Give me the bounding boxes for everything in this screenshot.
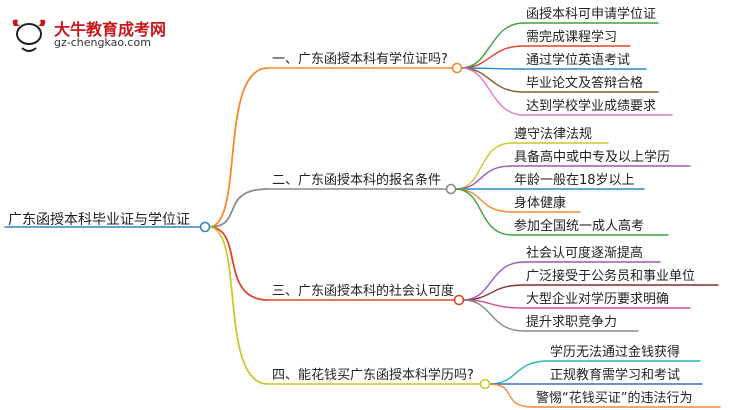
branch-1-label: 一、广东函授本科有学位证吗? [272, 52, 448, 67]
leaf-3-1: 社会认可度逐渐提高 [526, 246, 644, 261]
site-logo[interactable]: 大牛教育成考网 gz-chengkao.com [8, 14, 188, 54]
leaf-2-2-connector [454, 165, 691, 190]
leaf-1-2: 需完成课程学习 [526, 30, 618, 45]
leaf-2-1-connector [454, 142, 609, 190]
branch-1-toggle[interactable] [451, 62, 463, 74]
leaf-3-3: 大型企业对学历要求明确 [526, 292, 670, 307]
branch-1-connector [208, 67, 269, 228]
branch-4-toggle[interactable] [479, 378, 491, 390]
branch-2-connector [208, 188, 269, 228]
branch-4-connector [208, 226, 269, 385]
leaf-4-1-connector [488, 360, 701, 385]
leaf-2-2: 具备高中或中专及以上学历 [514, 150, 671, 165]
leaf-1-4-connector [460, 67, 659, 93]
leaf-1-3: 通过学位英语考试 [526, 53, 631, 68]
leaf-4-2: 正规教育需学习和考试 [550, 368, 681, 383]
root-toggle[interactable] [199, 221, 211, 233]
leaf-2-4-connector [454, 188, 581, 213]
branch-2-label: 二、广东函授本科的报名条件 [272, 173, 442, 188]
leaf-1-1: 函授本科可申请学位证 [526, 7, 657, 22]
leaf-2-5: 参加全国统一成人高考 [514, 219, 645, 234]
branch-3-label: 三、广东函授本科的社会认可度 [272, 284, 455, 299]
leaf-1-4: 毕业论文及答辩合格 [526, 76, 644, 91]
leaf-4-3-connector [488, 383, 721, 408]
leaf-2-1: 遵守法律法规 [514, 127, 593, 142]
leaf-3-4-connector [462, 299, 639, 332]
leaf-2-5-connector [454, 188, 669, 236]
branch-4-label: 四、能花钱买广东函授本科学历吗? [272, 368, 474, 383]
branch-3-toggle[interactable] [453, 294, 465, 306]
leaf-3-1-connector [462, 261, 661, 301]
root-node: 广东函授本科毕业证与学位证 [8, 212, 190, 228]
leaf-2-3: 年龄一般在18岁以上 [514, 173, 635, 188]
leaf-1-2-connector [460, 45, 631, 69]
leaf-1-1-connector [460, 22, 659, 69]
leaf-3-3-connector [462, 299, 691, 309]
leaf-3-2-connector [462, 284, 719, 301]
branch-2-toggle[interactable] [445, 183, 457, 195]
bull-logo-icon [12, 19, 46, 52]
leaf-2-4: 身体健康 [514, 196, 567, 211]
leaf-3-2: 广泛接受于公务员和事业单位 [526, 269, 696, 284]
leaf-1-3-connector [460, 67, 647, 70]
leaf-3-4: 提升求职竞争力 [526, 315, 618, 330]
branch-3-connector [208, 226, 269, 301]
leaf-4-3: 警惕“花钱买证”的违法行为 [536, 391, 693, 406]
leaf-4-1: 学历无法通过金钱获得 [550, 345, 681, 360]
leaf-1-5: 达到学校学业成绩要求 [526, 99, 657, 114]
leaf-1-5-connector [460, 67, 673, 116]
logo-title: 大牛教育成考网 [54, 20, 167, 39]
logo-url: gz-chengkao.com [54, 36, 151, 49]
